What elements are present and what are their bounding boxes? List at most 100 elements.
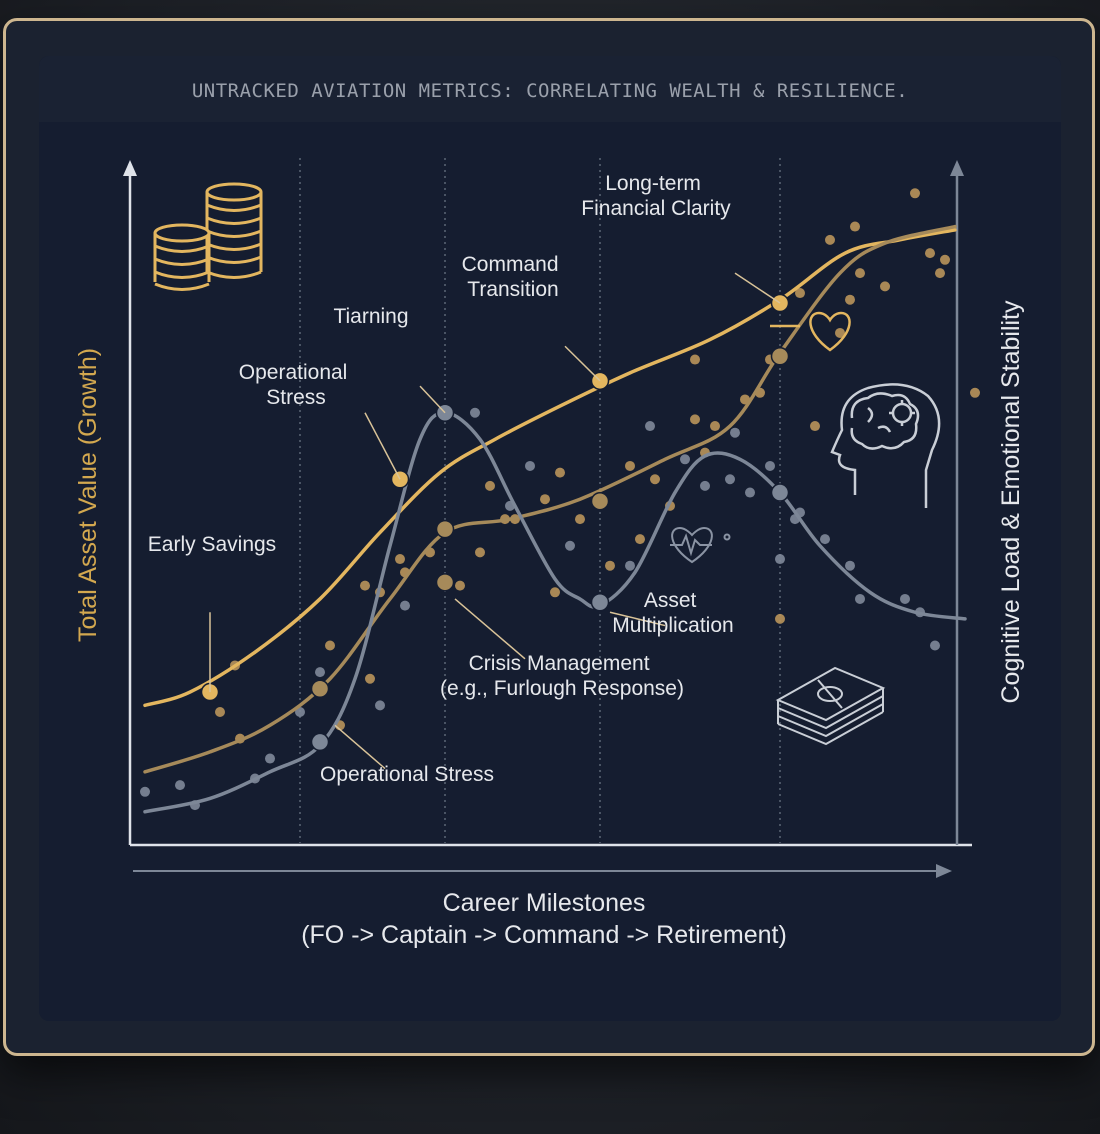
scatter-point-gold xyxy=(970,387,980,398)
scatter-point-blue xyxy=(140,786,150,797)
scatter-point-blue xyxy=(730,427,740,438)
scatter-point-blue xyxy=(645,421,655,432)
y-axis-left-arrow xyxy=(123,160,137,176)
x-axis-arrow-head xyxy=(936,864,952,878)
heart-icon xyxy=(770,311,851,352)
scatter-point-gold xyxy=(605,560,615,571)
scatter-point-blue xyxy=(775,554,785,565)
scatter-point-blue xyxy=(525,460,535,471)
scatter-point-gold xyxy=(360,580,370,591)
scatter-point-gold xyxy=(485,480,495,491)
scatter-point-gold xyxy=(625,460,635,471)
scatter-point-blue xyxy=(745,487,755,498)
scatter-point-gold xyxy=(325,640,335,651)
scatter-point-blue xyxy=(855,593,865,604)
scatter-point-gold xyxy=(835,327,845,338)
scatter-point-gold xyxy=(555,467,565,478)
scatter-point-gold xyxy=(455,580,465,591)
scatter-point-blue xyxy=(565,540,575,551)
leader-line-operational_stress_top xyxy=(364,412,401,480)
series-line-cognitive xyxy=(143,410,967,814)
annotation-early-savings: Early Savings xyxy=(148,533,276,556)
series-marker-asset_lower xyxy=(590,491,610,511)
scatter-point-gold xyxy=(925,248,935,259)
annotation-command-transition: Command Transition xyxy=(462,253,565,301)
leader-line-asset_multiplication xyxy=(609,611,666,627)
chart-panel xyxy=(39,56,1061,1021)
scatter-point-gold xyxy=(880,281,890,292)
scatter-point-gold xyxy=(845,294,855,305)
x-axis-sublabel: (FO -> Captain -> Command -> Retirement) xyxy=(301,921,787,949)
series-lines xyxy=(143,224,967,814)
scatter-point-gold xyxy=(575,514,585,525)
annotation-tiarning: Tiarning xyxy=(333,305,408,328)
leader-line-long_term xyxy=(734,272,781,304)
y-axis-right-arrow xyxy=(950,160,964,176)
series-marker-asset_lower xyxy=(435,573,455,592)
series-line-asset_upper xyxy=(143,228,957,708)
annotation-operational-stress-top: Operational Stress xyxy=(239,361,353,409)
scatter-point-blue xyxy=(765,460,775,471)
scatter-point-gold xyxy=(935,268,945,279)
scatter-point-blue xyxy=(175,780,185,791)
scatter-point-gold xyxy=(855,268,865,279)
scatter-point-blue xyxy=(265,753,275,764)
scatter-point-gold xyxy=(540,494,550,505)
scatter-point-gold xyxy=(215,707,225,717)
scatter-point-gold xyxy=(635,534,645,545)
scatter-point-gold xyxy=(825,234,835,245)
series-line-asset_lower xyxy=(143,224,957,774)
annotation-leaders xyxy=(209,272,781,770)
scatter-points xyxy=(140,188,980,811)
scatter-point-blue xyxy=(470,407,480,418)
scatter-point-blue xyxy=(700,480,710,491)
series-marker-cognitive xyxy=(770,483,790,502)
scatter-point-gold xyxy=(690,354,700,365)
scatter-point-gold xyxy=(690,414,700,425)
scatter-point-gold xyxy=(810,421,820,432)
scatter-point-blue xyxy=(375,700,385,711)
scatter-point-gold xyxy=(940,254,950,265)
scatter-point-gold xyxy=(650,474,660,485)
scatter-point-gold xyxy=(795,288,805,299)
scatter-point-gold xyxy=(775,613,785,624)
leader-line-command_transition xyxy=(564,345,601,382)
scatter-point-blue xyxy=(845,560,855,571)
coins-stack-icon xyxy=(153,182,263,291)
title-band xyxy=(39,56,1061,122)
brain-head-icon xyxy=(830,383,941,508)
scatter-point-blue xyxy=(930,640,940,651)
axes xyxy=(123,160,972,878)
leader-line-operational_stress_low xyxy=(334,724,386,770)
leader-line-crisis_management xyxy=(454,598,526,660)
series-marker-asset_lower xyxy=(435,519,455,539)
leader-line-tiarning xyxy=(419,385,446,414)
series-marker-cognitive xyxy=(310,732,330,752)
x-axis-label: Career Milestones xyxy=(443,889,646,917)
scatter-point-blue xyxy=(625,560,635,571)
annotation-asset-multiplication: Asset Multiplication xyxy=(612,589,733,637)
chart-title: UNTRACKED AVIATION METRICS: CORRELATING … xyxy=(191,80,909,102)
scatter-point-blue xyxy=(820,534,830,545)
series-marker-asset_lower xyxy=(770,346,790,366)
scatter-point-gold xyxy=(910,188,920,199)
series-marker-cognitive xyxy=(590,593,610,612)
scatter-point-blue xyxy=(680,454,690,465)
y-axis-left-label: Total Asset Value (Growth) xyxy=(74,348,102,642)
scatter-point-gold xyxy=(710,421,720,432)
scatter-point-gold xyxy=(475,547,485,558)
scatter-point-blue xyxy=(400,600,410,611)
y-axis-right-label: Cognitive Load & Emotional Stability xyxy=(997,300,1025,704)
scatter-point-gold xyxy=(365,673,375,684)
scatter-point-blue xyxy=(900,593,910,604)
series-marker-asset_lower xyxy=(310,679,330,698)
annotation-long-term: Long-term Financial Clarity xyxy=(581,172,731,220)
scatter-point-gold xyxy=(850,221,860,232)
annotation-crisis-management: Crisis Management (e.g., Furlough Respon… xyxy=(440,652,684,700)
scatter-point-blue xyxy=(315,667,325,678)
scatter-point-blue xyxy=(725,474,735,485)
heartbeat-icon xyxy=(670,526,731,564)
cash-stack-icon xyxy=(775,666,886,746)
annotation-operational-stress-low: Operational Stress xyxy=(320,763,494,786)
